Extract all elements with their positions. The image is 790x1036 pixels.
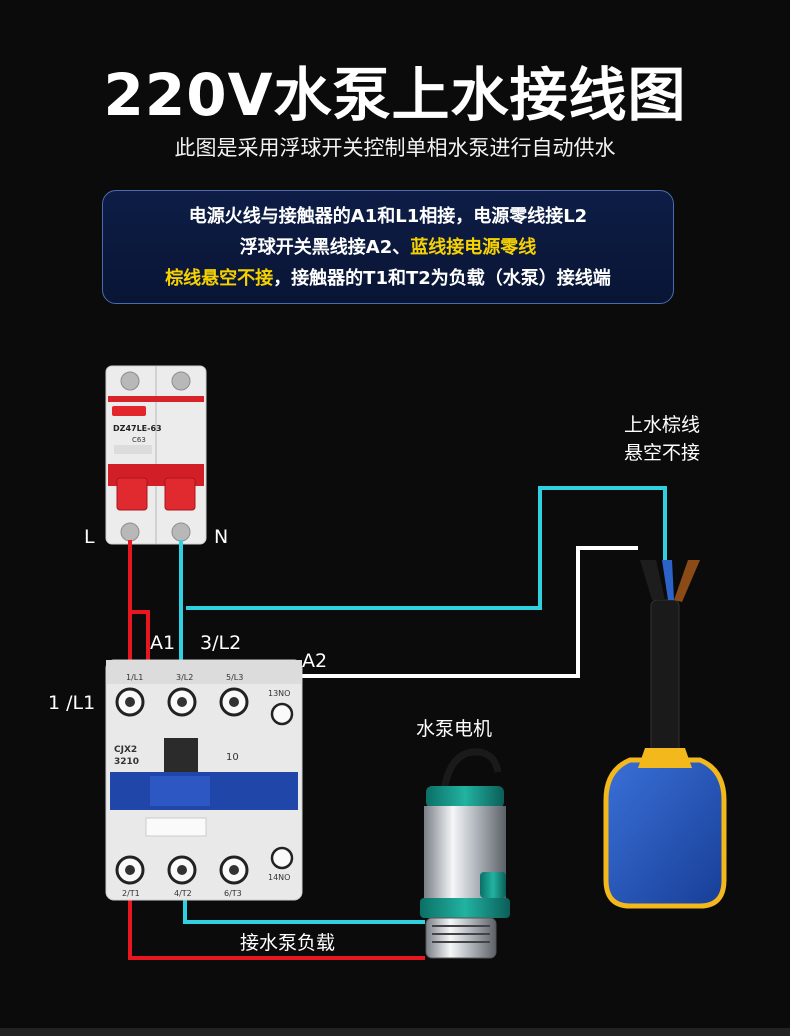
neutral-wire-blue bbox=[186, 486, 667, 610]
pump-top-cap bbox=[426, 786, 504, 808]
instruction-text: ，接触器的T1和T2为负载（水泵）接线端 bbox=[273, 268, 611, 289]
terminal-14no bbox=[270, 846, 294, 870]
breaker-model: DZ47LE-63 bbox=[113, 424, 162, 433]
float-brown-wire bbox=[674, 560, 700, 602]
instruction-text: 电源火线与接触器的A1和L1相接，电源零线接L2 bbox=[188, 206, 588, 227]
label-pump: 水泵电机 bbox=[416, 718, 493, 740]
label-A1: A1 bbox=[150, 632, 176, 654]
pump-handle bbox=[440, 748, 502, 791]
instruction-text: 浮球开关黑线接A2、 bbox=[239, 237, 411, 258]
label-N: N bbox=[214, 526, 229, 548]
float-note-line-1: 上水棕线 bbox=[624, 414, 701, 436]
terminal-label: 1/L1 bbox=[126, 673, 143, 682]
pump-base bbox=[425, 917, 497, 959]
terminal-label: 13NO bbox=[268, 689, 290, 698]
breaker: DZ47LE-63 C63 bbox=[105, 365, 207, 545]
label-load: 接水泵负载 bbox=[240, 932, 336, 954]
page-subtitle: 此图是采用浮球开关控制单相水泵进行自动供水 bbox=[174, 136, 616, 160]
breaker-terminal-n bbox=[171, 522, 191, 542]
label-L1: 1 /L1 bbox=[48, 692, 96, 714]
float-note-line-2: 悬空不接 bbox=[624, 442, 701, 464]
load-wire-t1 bbox=[128, 880, 425, 960]
terminal-13no bbox=[270, 702, 294, 726]
breaker-terminal-l bbox=[120, 522, 140, 542]
breaker-logo bbox=[112, 406, 146, 416]
contactor-model: 3210 bbox=[114, 757, 139, 767]
label-A2: A2 bbox=[302, 650, 328, 672]
contactor-code: 10 bbox=[226, 752, 239, 763]
live-wire-a1 bbox=[130, 610, 150, 672]
float-blue-wire bbox=[662, 560, 674, 600]
terminal-label: 4/T2 bbox=[174, 889, 192, 898]
label-L2: 3/L2 bbox=[200, 632, 242, 654]
terminal-label: 6/T3 bbox=[224, 889, 242, 898]
terminal-label: 5/L3 bbox=[226, 673, 243, 682]
instruction-highlight: 棕线悬空不接 bbox=[165, 268, 274, 289]
label-L: L bbox=[84, 526, 95, 548]
instruction-highlight: 蓝线接电源零线 bbox=[410, 237, 537, 258]
instruction-box: 电源火线与接触器的A1和L1相接，电源零线接L2 浮球开关黑线接A2、蓝线接电源… bbox=[102, 190, 674, 304]
instruction-line-1: 电源火线与接触器的A1和L1相接，电源零线接L2 bbox=[111, 201, 665, 232]
instruction-line-2: 浮球开关黑线接A2、蓝线接电源零线 bbox=[111, 232, 665, 263]
breaker-switch bbox=[116, 477, 148, 511]
breaker-top-screw bbox=[171, 371, 191, 391]
float-body bbox=[603, 757, 727, 909]
float-switch bbox=[603, 560, 727, 909]
contactor-model: CJX2 bbox=[114, 745, 137, 755]
water-pump bbox=[420, 748, 510, 959]
contactor: 1/L1 3/L2 5/L3 13NO CJX2 3210 10 2/T1 4/… bbox=[105, 659, 303, 901]
breaker-top-screw bbox=[120, 371, 140, 391]
terminal-label: 3/L2 bbox=[176, 673, 193, 682]
breaker-rating: C63 bbox=[132, 436, 146, 444]
terminal-label: 14NO bbox=[268, 873, 290, 882]
terminal-label: 2/T1 bbox=[122, 889, 140, 898]
control-wire-a2 bbox=[290, 546, 638, 678]
instruction-line-3: 棕线悬空不接，接触器的T1和T2为负载（水泵）接线端 bbox=[111, 263, 665, 294]
breaker-switch bbox=[164, 477, 196, 511]
float-cable bbox=[650, 599, 680, 771]
page-title: 220V水泵上水接线图 bbox=[103, 61, 687, 129]
bottom-bar bbox=[0, 1028, 790, 1036]
